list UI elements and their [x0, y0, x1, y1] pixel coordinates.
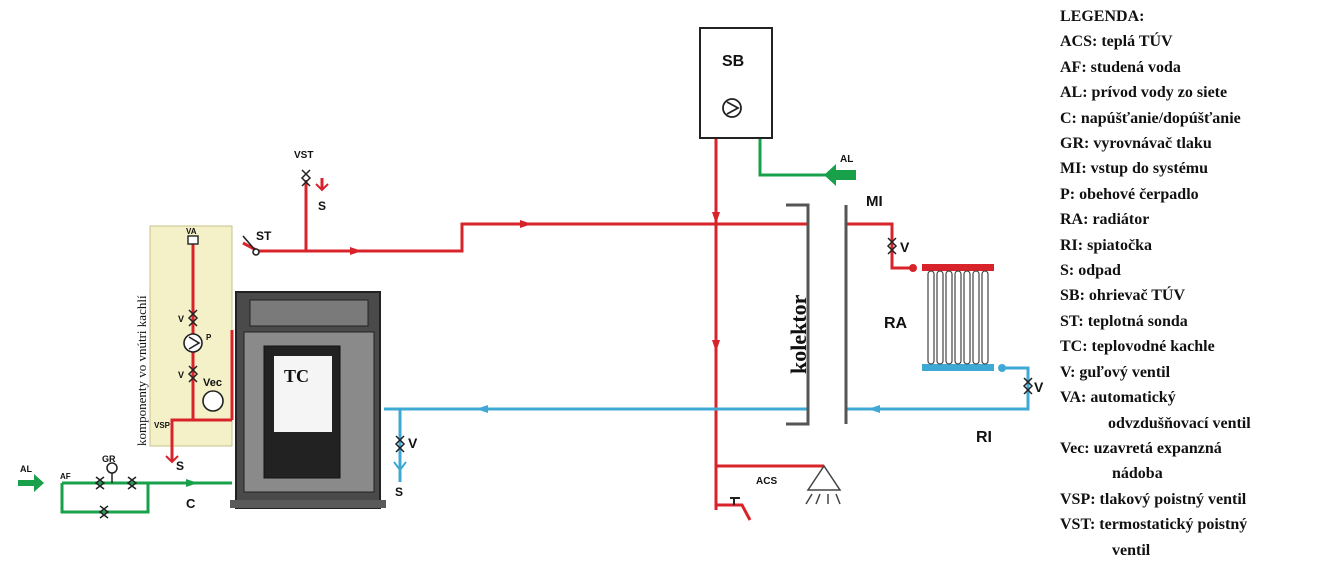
- label-mi: MI: [866, 193, 883, 210]
- legend-title: LEGENDA:: [1060, 8, 1145, 25]
- label-v-mi: V: [900, 239, 910, 255]
- sb-heater: [699, 27, 773, 139]
- legend-item: MI: vstup do systému: [1060, 160, 1209, 178]
- label-af: AF: [60, 472, 71, 481]
- flow-arrows-hot: [350, 212, 917, 352]
- label-p: P: [206, 333, 212, 342]
- legend-item: C: napúšťanie/dopúšťanie: [1060, 109, 1241, 127]
- legend-item: SB: ohrievač TÚV: [1060, 287, 1186, 305]
- legend-item: VSP: tlakový poistný ventil: [1060, 490, 1247, 508]
- legend-item-continuation: nádoba: [1112, 465, 1163, 483]
- label-al-bottom: AL: [20, 464, 32, 474]
- legend-item-continuation: odvzdušňovací ventil: [1108, 414, 1251, 432]
- label-v-lower: V: [178, 370, 184, 380]
- legend-item: VA: automatický: [1060, 389, 1176, 407]
- label-ra: RA: [884, 315, 908, 332]
- kolektor-bar: [786, 203, 848, 426]
- label-kolektor: kolektor: [786, 294, 811, 374]
- legend-item: ACS: teplá TÚV: [1060, 33, 1173, 51]
- radiator: [922, 264, 994, 371]
- label-s-vsp: S: [176, 459, 184, 473]
- label-va: VA: [186, 227, 197, 236]
- legend: LEGENDA: ACS: teplá TÚV AF: studená voda…: [1060, 4, 1338, 563]
- legend-item: AL: prívod vody zo siete: [1060, 84, 1228, 102]
- legend-item: AF: studená voda: [1060, 58, 1181, 76]
- legend-item: ST: teplotná sonda: [1060, 312, 1188, 330]
- legend-item: S: odpad: [1060, 262, 1121, 280]
- label-al-top: AL: [840, 154, 853, 165]
- label-st: ST: [256, 229, 272, 243]
- legend-item: RI: spiatočka: [1060, 236, 1153, 254]
- flow-arrows-cold: [18, 164, 856, 492]
- legend-item: RA: radiátor: [1060, 211, 1150, 229]
- legend-item-continuation: ventil: [1112, 541, 1151, 559]
- label-acs: ACS: [756, 476, 777, 487]
- legend-item: V: guľový ventil: [1060, 363, 1171, 381]
- label-tc: TC: [284, 366, 309, 386]
- valves: [94, 169, 1034, 519]
- label-vec: Vec: [203, 377, 222, 389]
- label-komponenty: komponenty vo vnútri kachlí: [134, 295, 149, 446]
- drain-vsp-icon: [165, 455, 179, 464]
- temperature-probe-icon: [242, 235, 260, 256]
- tap-icon: [730, 497, 740, 505]
- label-v-return: V: [408, 435, 418, 451]
- cold-pipes: [60, 138, 830, 514]
- drain-vst-icon: [315, 183, 329, 192]
- legend-item: TC: teplovodné kachle: [1060, 338, 1215, 356]
- legend-item: GR: vyrovnávač tlaku: [1060, 135, 1212, 153]
- expansion-vessel-icon: [202, 390, 224, 412]
- label-v-ri: V: [1034, 379, 1044, 395]
- label-ri: RI: [976, 429, 992, 446]
- stove-tc: [230, 291, 386, 509]
- heating-schematic: SB AL MI V RA V RI kolektor ACS VST S ST…: [18, 27, 1044, 521]
- pump-p-icon: [183, 333, 203, 353]
- acs-shower-icon: [805, 464, 842, 505]
- flow-arrows-return: [476, 364, 1006, 413]
- legend-item: VST: termostatický poistný: [1060, 516, 1248, 534]
- label-v-upper: V: [178, 314, 184, 324]
- label-sb: SB: [722, 53, 744, 70]
- label-s-return: S: [395, 485, 403, 499]
- label-gr: GR: [102, 454, 116, 464]
- return-pipes: [384, 366, 1030, 482]
- label-c: C: [186, 496, 196, 511]
- sb-pump-icon: [722, 98, 742, 118]
- pressure-regulator-icon: [106, 462, 118, 483]
- label-s-vst: S: [318, 199, 326, 213]
- drain-return-icon: [393, 461, 407, 472]
- legend-item: P: obehové čerpadlo: [1060, 185, 1199, 203]
- air-vent-icon: [187, 235, 199, 245]
- label-vst: VST: [294, 150, 313, 161]
- legend-item: Vec: uzavretá expanzná: [1060, 439, 1222, 457]
- label-vsp: VSP: [154, 421, 171, 430]
